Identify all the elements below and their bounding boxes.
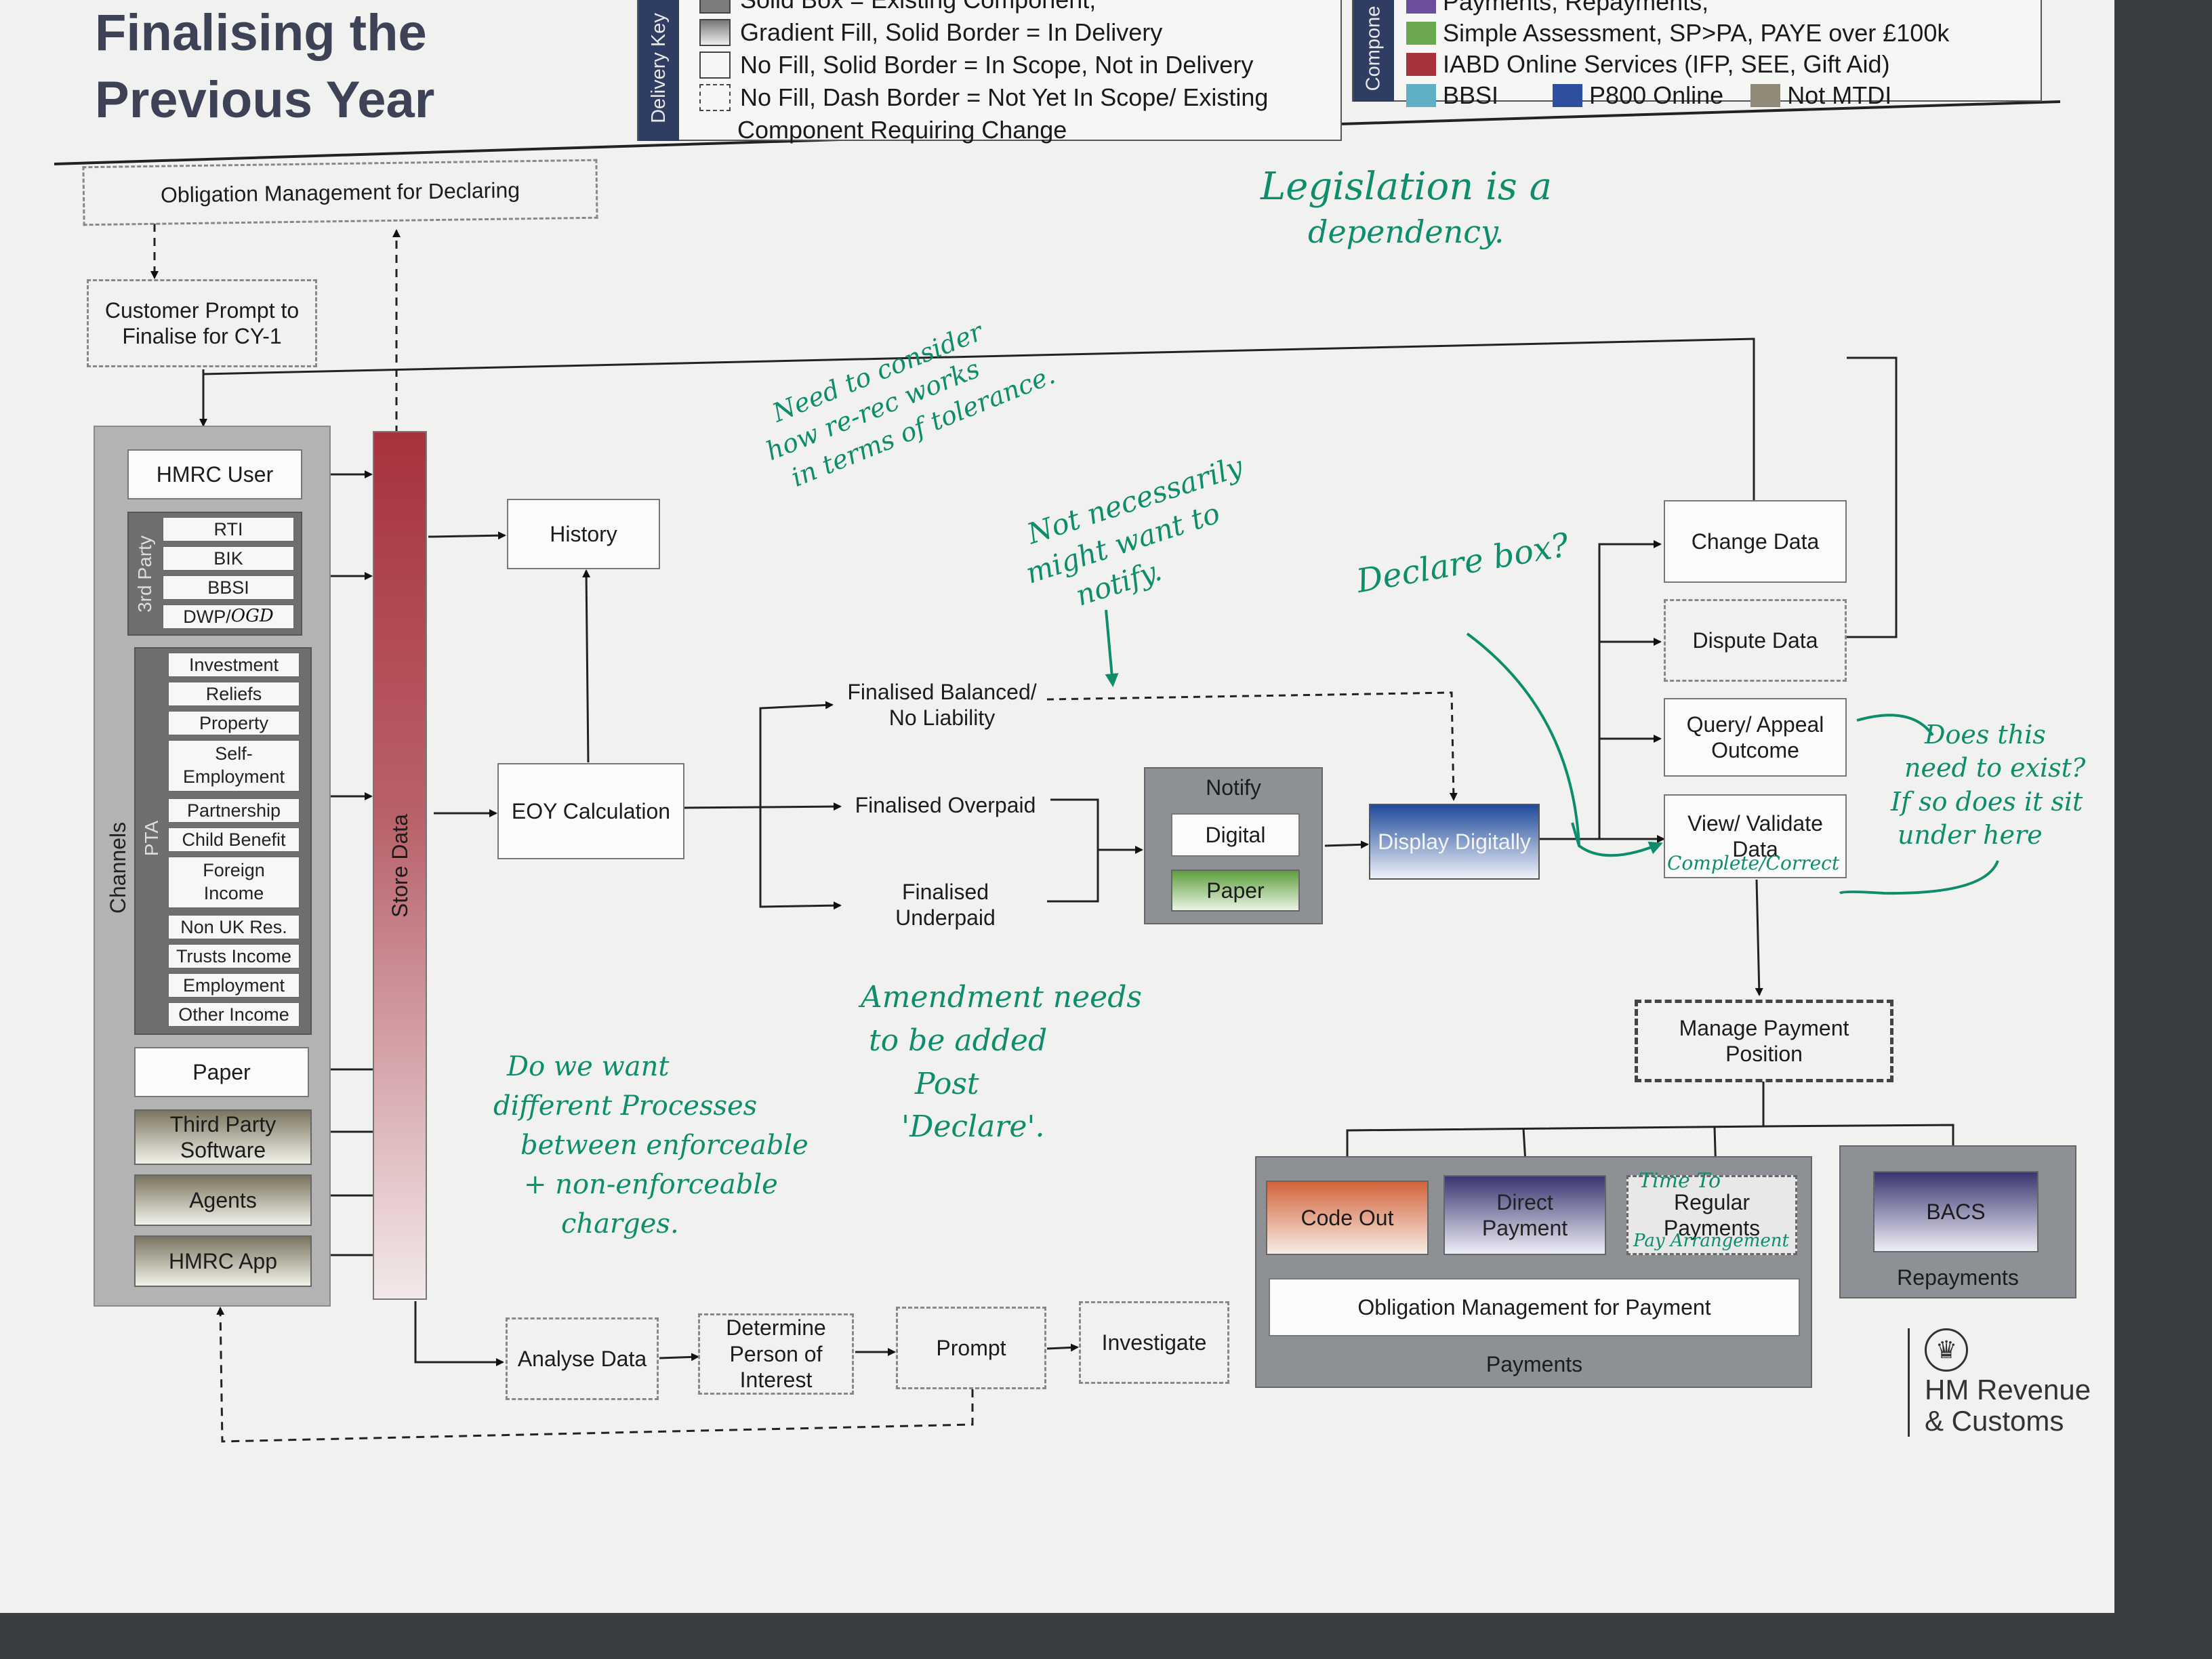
pta-label-wrap: PTA [141, 820, 163, 857]
obligation-payment-box: Obligation Management for Payment [1269, 1278, 1800, 1336]
legislation-note: Legislation is a dependency. [1261, 165, 1552, 250]
pta-item: Non UK Res. [168, 915, 300, 939]
key-dash-row: No Fill, Dash Border = Not Yet In Scope/… [699, 81, 1268, 114]
comp-simple-row: Simple Assessment, SP>PA, PAYE over £100… [1406, 18, 1949, 49]
prompt-box: Prompt [896, 1307, 1046, 1389]
third-party-label-wrap: 3rd Party [134, 535, 156, 613]
nofill-swatch [699, 52, 731, 79]
notify-title: Notify [1206, 775, 1261, 800]
change-data-box: Change Data [1664, 500, 1847, 583]
gradient-swatch [699, 19, 731, 46]
exist-note: Does this need to exist? If so does it s… [1891, 720, 2086, 851]
code-out-box: Code Out [1266, 1181, 1429, 1255]
bik-box: BIK [163, 546, 294, 571]
pta-item: Investment [168, 653, 300, 677]
dash-swatch [699, 84, 731, 111]
bacs-box: BACS [1873, 1171, 2039, 1252]
delivery-key-tab: Delivery Key [638, 0, 679, 141]
complete-correct-note: Complete/Correct [1667, 852, 1840, 874]
outcome-underpaid: Finalised Underpaid [895, 879, 996, 930]
component-key-items: Payments, Repayments, Simple Assessment,… [1406, 0, 1949, 111]
key-gradient-row: Gradient Fill, Solid Border = In Deliver… [699, 16, 1268, 49]
dwp-box: DWP/OGD [163, 605, 294, 629]
payments-swatch [1406, 0, 1436, 14]
solid-swatch [699, 0, 731, 14]
simple-swatch [1406, 22, 1436, 45]
pta-item: Other Income [168, 1002, 300, 1027]
outcome-balanced: Finalised Balanced/ No Liability [847, 679, 1037, 730]
comp-last-row: BBSI P800 Online Not MTDI [1406, 80, 1949, 111]
processes-note: Do we want different Processes between e… [493, 1051, 808, 1240]
rti-box: RTI [163, 517, 294, 541]
pta-item: Foreign Income [168, 857, 300, 908]
pta-item: Self-Employment [168, 740, 300, 792]
manage-payment-box: Manage Payment Position [1635, 1000, 1893, 1082]
repayments-label: Repayments [1897, 1265, 2019, 1290]
agents-box: Agents [134, 1174, 312, 1226]
iabd-swatch [1406, 53, 1436, 76]
pta-item: Reliefs [168, 682, 300, 706]
paper-channel-box: Paper [134, 1047, 309, 1097]
p800-swatch [1553, 84, 1583, 107]
analyse-data-box: Analyse Data [506, 1317, 659, 1400]
notify-paper-box: Paper [1171, 869, 1300, 912]
bbsi-box: BBSI [163, 575, 294, 600]
amendment-note: Amendment needs to be added Post 'Declar… [861, 980, 1142, 1145]
payments-label: Payments [1486, 1351, 1583, 1376]
determine-person-box: Determine Person of Interest [698, 1313, 854, 1395]
outcome-overpaid: Finalised Overpaid [855, 792, 1036, 817]
pta-item: Employment [168, 973, 300, 998]
query-appeal-box: Query/ Appeal Outcome [1664, 698, 1847, 777]
comp-payments-row: Payments, Repayments, [1406, 0, 1949, 18]
customer-prompt-box: Customer Prompt to Finalise for CY-1 [87, 279, 317, 367]
history-box: History [507, 499, 660, 569]
bbsi-swatch [1406, 84, 1436, 107]
page-title: Finalising the Previous Year [95, 4, 435, 129]
hmrc-brand: ♛ HM Revenue & Customs [1908, 1328, 2091, 1437]
display-digitally-box: Display Digitally [1369, 804, 1540, 880]
pta-item: Child Benefit [168, 827, 300, 852]
component-key-tab: Compone [1353, 0, 1394, 102]
direct-payment-box: Direct Payment [1443, 1175, 1606, 1255]
key-nofill-row: No Fill, Solid Border = In Scope, Not in… [699, 49, 1268, 81]
hmrc-user-box: HMRC User [127, 449, 302, 499]
pta-item: Property [168, 711, 300, 735]
investigate-box: Investigate [1079, 1301, 1229, 1384]
notify-digital-box: Digital [1171, 813, 1300, 857]
delivery-key-items: Solid Box = Existing Component, Gradient… [699, 0, 1268, 146]
hmrc-app-box: HMRC App [134, 1235, 312, 1287]
eoy-calculation-box: EOY Calculation [497, 763, 684, 859]
brand-text: HM Revenue & Customs [1925, 1374, 2091, 1437]
time-to-pay-note: Time To Pay Arrangement [1633, 1169, 1789, 1251]
regular-payments-box: Regular Payments [1626, 1175, 1797, 1255]
comp-iabd-row: IABD Online Services (IFP, SEE, Gift Aid… [1406, 49, 1949, 80]
third-party-software-box: Third Party Software [134, 1109, 312, 1165]
view-validate-box: View/ Validate Data [1664, 794, 1847, 878]
delivery-key: Delivery Key Solid Box = Existing Compon… [637, 0, 1342, 144]
not-mtdi-swatch [1750, 84, 1781, 107]
pta-item: Partnership [168, 798, 300, 823]
crown-icon: ♛ [1925, 1328, 1968, 1372]
key-solid-row: Solid Box = Existing Component, [699, 0, 1268, 16]
store-data-bar: Store Data [373, 431, 427, 1300]
dispute-data-box: Dispute Data [1664, 599, 1847, 682]
component-key: Compone Payments, Repayments, Simple Ass… [1352, 0, 2042, 109]
obligation-declaring-box: Obligation Management for Declaring [82, 159, 598, 226]
pta-item: Trusts Income [168, 944, 300, 968]
